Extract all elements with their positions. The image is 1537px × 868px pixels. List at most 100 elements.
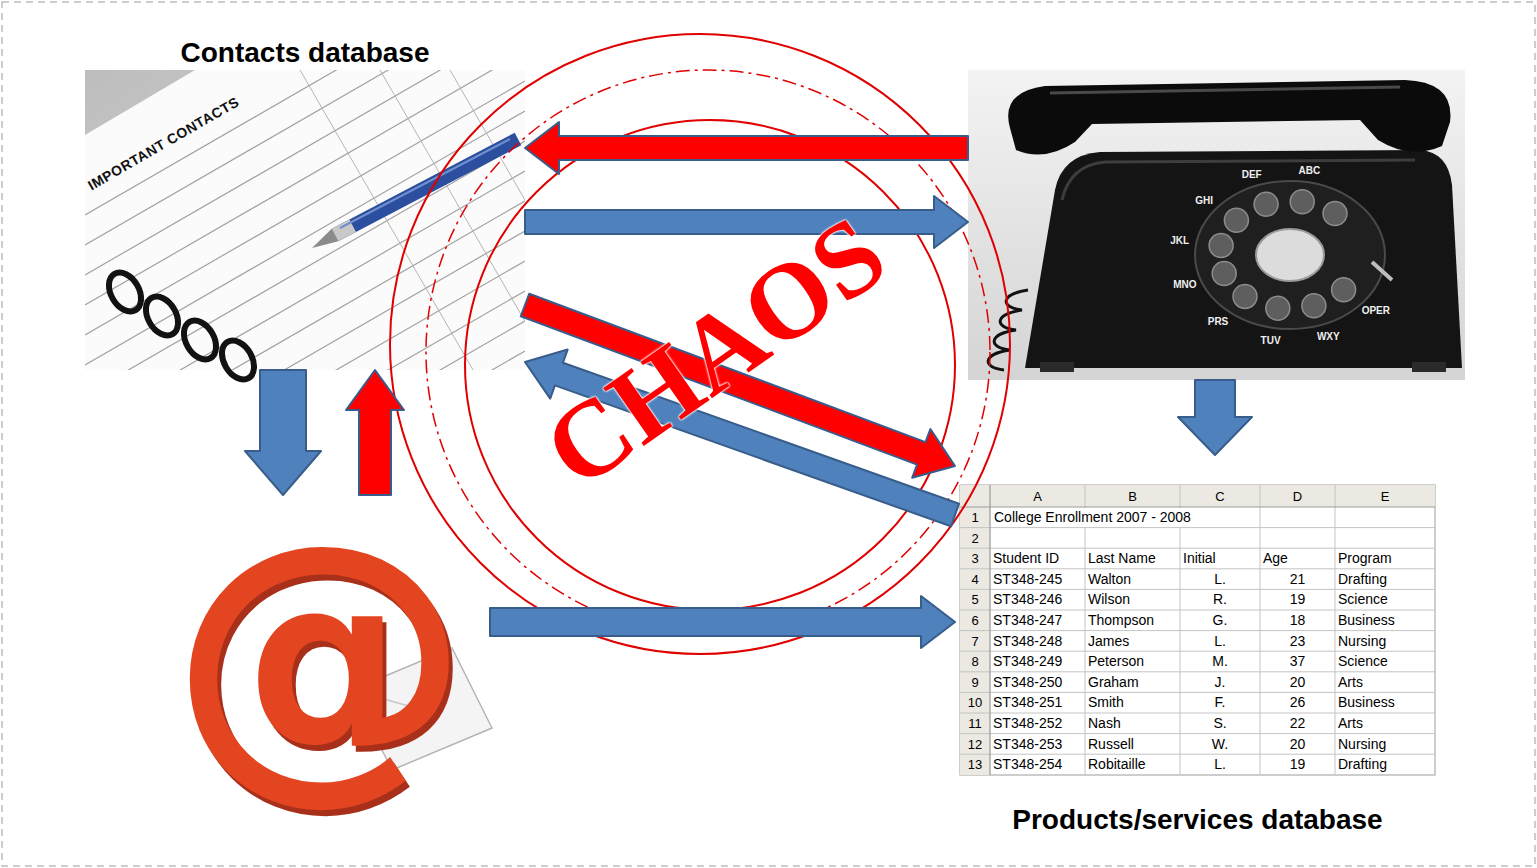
label-slot: ST348-252: [990, 713, 1085, 734]
table-cell: Smith: [1088, 692, 1124, 713]
block-arrow: [490, 596, 955, 648]
dial-hole: [1209, 234, 1233, 258]
row-number: 5: [971, 590, 978, 611]
dial-letters: WXY: [1317, 331, 1340, 343]
dial-letters: PRS: [1208, 316, 1229, 328]
label-slot: 3: [960, 548, 990, 569]
label-slot: Drafting: [1335, 569, 1435, 590]
label-slot: 22: [1260, 713, 1335, 734]
label-slot: Science: [1335, 589, 1435, 610]
label-slot: ST348-250: [990, 672, 1085, 693]
dial-letters: TUV: [1261, 335, 1281, 347]
label-slot: 12: [960, 734, 990, 755]
table-cell: ST348-247: [993, 610, 1062, 631]
text-slot: PRS: [1208, 314, 1229, 328]
table-cell: Peterson: [1088, 651, 1144, 672]
table-cell: L.: [1214, 754, 1226, 775]
label-slot: 18: [1260, 610, 1335, 631]
column-letter: A: [1033, 486, 1042, 508]
row-number: 1: [971, 508, 978, 529]
chaos-stamp: [390, 34, 1010, 654]
contacts-picture: Contacts databaseIMPORTANT CONTACTS: [85, 36, 525, 370]
label-slot: Age: [1260, 548, 1335, 569]
notebook-background: [85, 70, 525, 370]
telephone-background: [968, 70, 1465, 380]
label-slot: ST348-251: [990, 692, 1085, 713]
dial-holes: [1209, 190, 1356, 320]
text-slot: WXY: [1317, 329, 1340, 343]
label-slot: ST348-248: [990, 631, 1085, 652]
spiral-ring: [177, 315, 222, 365]
label-slot: 19: [1260, 754, 1335, 775]
column-letter: D: [1293, 486, 1302, 508]
label-slot: Student ID: [990, 548, 1085, 569]
label-slot: Walton: [1085, 569, 1180, 590]
label-slot: 13: [960, 754, 990, 775]
label-slot: W.: [1180, 734, 1260, 755]
text-slot: JKL: [1170, 233, 1189, 247]
notebook-page: [85, 70, 525, 370]
label-slot: M.: [1180, 651, 1260, 672]
dial-letters: GHI: [1195, 195, 1213, 207]
label-slot: 19: [1260, 589, 1335, 610]
node-heading: Products/services database: [1012, 803, 1382, 837]
stamp-ring: [390, 34, 1010, 654]
table-cell: Russell: [1088, 734, 1134, 755]
text-slot: IMPORTANT CONTACTS: [84, 92, 243, 195]
block-arrow: [525, 350, 959, 527]
text-slot: TUV: [1261, 333, 1281, 347]
table-cell: James: [1088, 631, 1129, 652]
table-cell: ST348-251: [993, 692, 1062, 713]
table-cell: R.: [1213, 589, 1227, 610]
phone-foot: [1412, 362, 1446, 372]
table-cell: L.: [1214, 631, 1226, 652]
envelope: [352, 648, 492, 770]
table-cell: Wilson: [1088, 589, 1130, 610]
text-slot: ABC: [1299, 163, 1321, 177]
block-arrow: [1178, 380, 1252, 455]
label-slot: L.: [1180, 754, 1260, 775]
spreadsheet-picture: [960, 485, 1435, 775]
dial-hole: [1302, 294, 1326, 318]
spiral-ring: [102, 267, 147, 317]
label-slot: D: [1260, 485, 1335, 507]
label-slot: CHAOS: [527, 198, 904, 507]
table-cell: ST348-246: [993, 589, 1062, 610]
label-slot: James: [1085, 631, 1180, 652]
dial-hole: [1290, 190, 1314, 214]
table-cell: Drafting: [1338, 754, 1387, 775]
dial-hole: [1266, 296, 1290, 320]
table-cell: ST348-250: [993, 672, 1062, 693]
label-slot: E: [1335, 485, 1435, 507]
label-slot: Nursing: [1335, 631, 1435, 652]
block-arrow: [525, 196, 968, 248]
label-slot: College Enrollment 2007 - 2008: [991, 508, 1194, 527]
column-header-band: [960, 485, 1435, 507]
label-slot: Russell: [1085, 734, 1180, 755]
label-slot: 4: [960, 569, 990, 590]
label-slot: Nash: [1085, 713, 1180, 734]
spiral-ring: [139, 291, 184, 341]
label-slot: 8: [960, 651, 990, 672]
table-cell: Nash: [1088, 713, 1121, 734]
label-slot: R.: [1180, 589, 1260, 610]
dial-hole: [1233, 284, 1257, 308]
text-slot: MNO: [1173, 277, 1196, 291]
dial-hole: [1212, 262, 1236, 286]
label-slot: 11: [960, 713, 990, 734]
email-icon: @: [150, 495, 490, 815]
table-cell: G.: [1213, 610, 1228, 631]
row-number: 12: [968, 735, 982, 756]
text-slot: Contacts database: [85, 36, 525, 74]
pen-body: [332, 133, 522, 241]
table-cell: Arts: [1338, 713, 1363, 734]
table-cell: Science: [1338, 589, 1388, 610]
label-slot: Arts: [1335, 713, 1435, 734]
table-title: College Enrollment 2007 - 2008: [994, 508, 1191, 527]
label-slot: Program: [1335, 548, 1435, 569]
label-slot: 7: [960, 631, 990, 652]
pen-shine: [340, 139, 510, 228]
table-cell: W.: [1212, 734, 1228, 755]
